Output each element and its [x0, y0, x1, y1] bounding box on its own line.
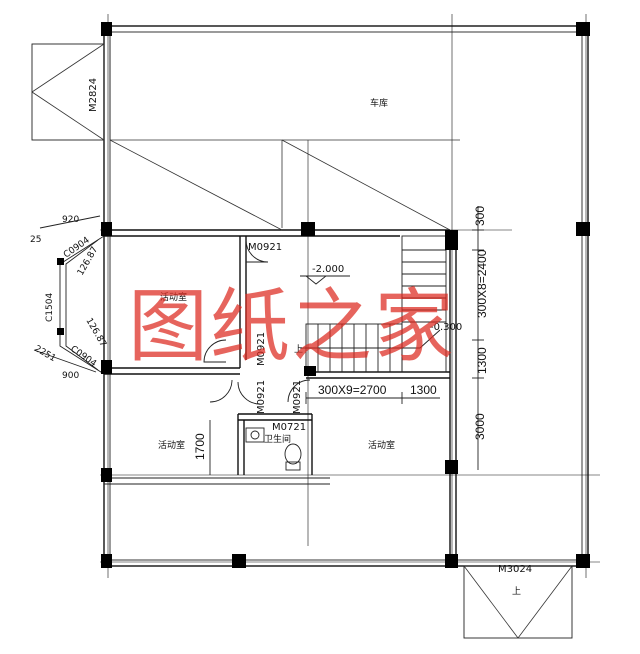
- dim-300: 300: [473, 206, 487, 226]
- door-label-garage: M2824: [88, 78, 99, 112]
- bathroom-fixtures: [245, 427, 302, 471]
- window-label-middle: C1504: [45, 293, 55, 322]
- room-activity-lower-left: 活动室: [158, 439, 185, 451]
- dim-stair-horizontal: 300X9=2700: [318, 383, 387, 397]
- dim-bay-2251: 2251: [33, 344, 58, 364]
- door-label-rear: M3024: [498, 564, 532, 575]
- garage-canopy: [31, 43, 105, 141]
- up-mark-stair: 上: [294, 344, 303, 355]
- room-activity-right: 活动室: [368, 439, 395, 451]
- watermark: 图纸之家: [128, 280, 456, 373]
- garage-diagonals: [109, 40, 460, 231]
- level-floor: -2.000: [312, 264, 344, 275]
- up-mark-rear: 上: [512, 586, 521, 597]
- dim-1300-vertical: 1300: [475, 347, 489, 374]
- room-garage: 车库: [370, 97, 388, 109]
- door-label-b: M0921: [256, 332, 267, 366]
- rear-canopy: [463, 565, 573, 639]
- door-label-d: M0921: [292, 380, 303, 414]
- columns: [101, 22, 590, 568]
- level-stair: -0.300: [430, 322, 462, 333]
- door-label-bathroom: M0721: [272, 422, 306, 433]
- dim-1700: 1700: [193, 433, 207, 460]
- dim-bay-900: 900: [62, 371, 79, 381]
- stair: [300, 235, 447, 373]
- dim-bay-920: 920: [62, 215, 79, 225]
- outer-walls: [103, 25, 589, 567]
- door-swings: [203, 239, 311, 405]
- door-label-c: M0921: [256, 380, 267, 414]
- window-label-lower: C0904: [68, 344, 98, 369]
- dim-3000: 3000: [473, 413, 487, 440]
- bay-window: [33, 215, 105, 375]
- dim-bay-25: 25: [30, 235, 41, 245]
- door-label-a: M0921: [248, 242, 282, 253]
- room-bathroom: 卫生间: [264, 433, 291, 445]
- dimension-lines: [209, 206, 484, 475]
- dim-stair-vertical: 300X8=2400: [475, 249, 489, 318]
- room-activity-upper-left: 活动室: [160, 291, 187, 303]
- dim-1300-horizontal: 1300: [410, 383, 437, 397]
